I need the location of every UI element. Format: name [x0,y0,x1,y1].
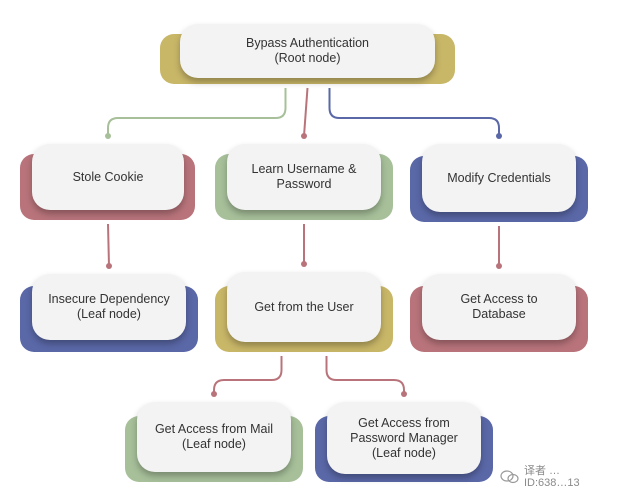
node-stole-cookie-label: Stole Cookie [72,169,144,184]
node-insecure-dependency: Insecure Dependency (Leaf node) [20,270,198,352]
node-get-access-database: Get Access to Database [410,270,588,352]
node-learn-username-label: Learn Username & Password [251,162,357,191]
edge-end-dot-get_access_mail [211,391,217,397]
edge-stole_cookie-to-insecure_dependency [107,223,110,267]
edge-get_from_user-to-get_access_mail [213,356,283,394]
wechat-icon [500,470,519,484]
node-modify-credentials-label: Modify Credentials [447,170,551,185]
watermark: 译者 … ID:638…13 [500,462,630,492]
edge-end-dot-modify_credentials [496,133,502,139]
node-root-label: Bypass Authentication (Root node) [246,36,369,65]
node-get-access-password-manager-card: Get Access from Password Manager (Leaf n… [327,402,481,474]
watermark-line1: 译者 … [524,465,561,477]
node-get-access-mail-card: Get Access from Mail (Leaf node) [137,402,291,472]
node-stole-cookie-card: Stole Cookie [32,144,184,210]
node-get-from-user-card: Get from the User [227,272,381,342]
edge-end-dot-insecure_dependency [106,263,112,269]
node-learn-username-card: Learn Username & Password [227,144,381,210]
node-root-card: Bypass Authentication (Root node) [180,24,435,78]
node-insecure-dependency-card: Insecure Dependency (Leaf node) [32,274,186,340]
edge-end-dot-stole_cookie [105,133,111,139]
node-get-access-password-manager: Get Access from Password Manager (Leaf n… [315,398,493,482]
edge-end-dot-get_access_password_manager [401,391,407,397]
edge-end-dot-get_from_user [301,261,307,267]
edge-get_from_user-to-get_access_password_manager [325,356,405,394]
node-root: Bypass Authentication (Root node) [160,22,455,84]
edge-root-to-modify_credentials [328,88,500,136]
node-get-access-database-label: Get Access to Database [460,292,538,321]
node-modify-credentials: Modify Credentials [410,140,588,222]
node-get-from-user-label: Get from the User [254,299,354,314]
node-stole-cookie: Stole Cookie [20,140,195,220]
watermark-line2: ID:638…13 [524,477,580,489]
node-insecure-dependency-label: Insecure Dependency (Leaf node) [48,292,170,321]
node-get-access-database-card: Get Access to Database [422,274,576,340]
edge-end-dot-learn_username [301,133,307,139]
node-modify-credentials-card: Modify Credentials [422,144,576,212]
edge-end-dot-get_access_database [496,263,502,269]
edge-root-to-learn_username [303,87,309,137]
edge-root-to-stole_cookie [107,88,287,136]
node-get-access-mail-label: Get Access from Mail (Leaf node) [154,422,274,451]
node-learn-username: Learn Username & Password [215,140,393,220]
node-get-access-password-manager-label: Get Access from Password Manager (Leaf n… [350,415,458,460]
node-get-from-user: Get from the User [215,270,393,352]
node-get-access-mail: Get Access from Mail (Leaf node) [125,398,303,482]
